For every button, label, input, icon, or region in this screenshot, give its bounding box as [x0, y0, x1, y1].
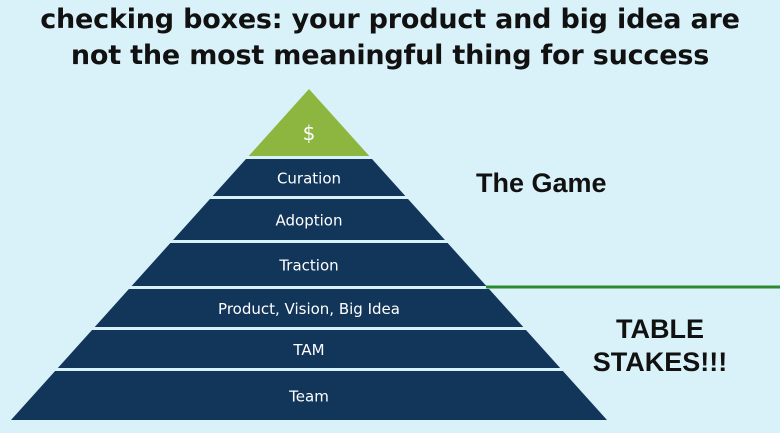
table-stakes-line-2: STAKES!!! — [592, 347, 728, 377]
pyramid-layer-label-adoption: Adoption — [276, 212, 343, 230]
pyramid-layer-adoption — [173, 199, 445, 240]
pyramid-layer-traction — [131, 243, 487, 286]
pyramid-layer-label-team: Team — [288, 388, 329, 406]
table-stakes-label: TABLE STAKES!!! — [560, 313, 760, 379]
slide-title: checking boxes: your product and big ide… — [0, 2, 780, 74]
slide-title-line-1: checking boxes: your product and big ide… — [40, 4, 740, 35]
pyramid-layer-curation — [212, 159, 406, 196]
pyramid-layer-tam — [57, 330, 561, 368]
table-stakes-line-1: TABLE — [616, 314, 704, 344]
pyramid-layer-label-product-vision-big-idea: Product, Vision, Big Idea — [218, 300, 400, 318]
pyramid-layer-label-traction: Traction — [278, 257, 338, 275]
pyramid-layer-label-tam: TAM — [292, 341, 324, 359]
slide-title-line-2: not the most meaningful thing for succes… — [70, 40, 710, 71]
pyramid-layer-label-curation: Curation — [277, 170, 341, 188]
pyramid-layer-team — [11, 371, 607, 420]
pyramid-layer-product-vision-big-idea — [94, 289, 524, 327]
pyramid-apex-money — [248, 89, 370, 156]
pyramid-apex-label: $ — [303, 121, 316, 145]
the-game-label: The Game — [476, 168, 607, 198]
